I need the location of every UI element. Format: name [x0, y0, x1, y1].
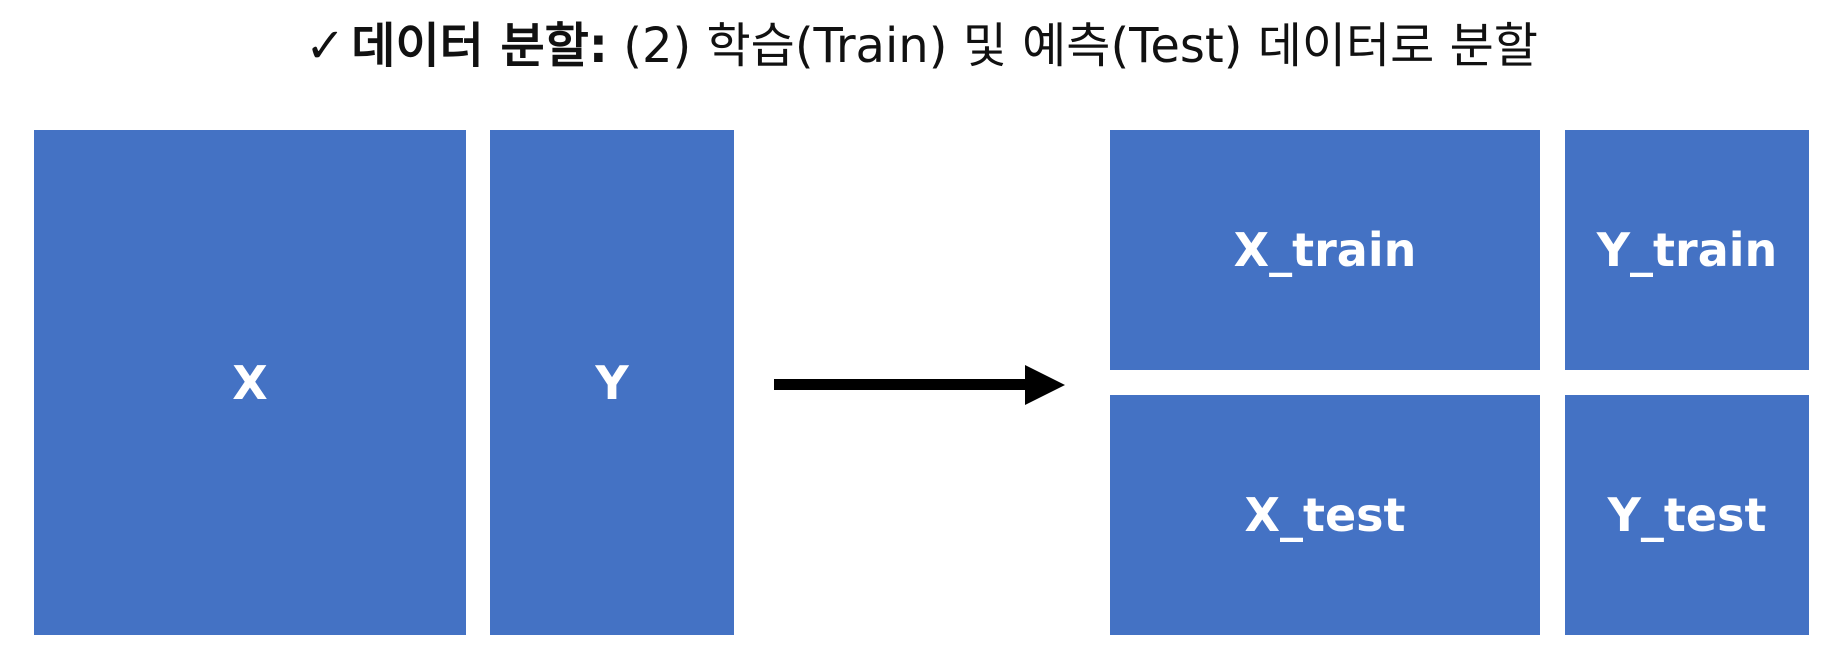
block-y-train: Y_train [1565, 130, 1809, 370]
block-x-label: X [232, 355, 268, 410]
arrow-head [1025, 365, 1065, 405]
title-rest-text: (2) 학습(Train) 및 예측(Test) 데이터로 분할 [623, 18, 1538, 74]
arrow-shaft [774, 379, 1029, 390]
block-x-test-label: X_test [1244, 488, 1406, 542]
block-x-test: X_test [1110, 395, 1540, 635]
title-bold-text: 데이터 분할: [351, 18, 608, 74]
block-y-label: Y [595, 355, 629, 410]
block-y-test: Y_test [1565, 395, 1809, 635]
block-x: X [34, 130, 466, 635]
block-y: Y [490, 130, 734, 635]
check-icon: ✓ [305, 18, 346, 74]
block-x-train: X_train [1110, 130, 1540, 370]
block-y-test-label: Y_test [1607, 488, 1767, 542]
block-x-train-label: X_train [1233, 223, 1417, 277]
right-arrow-icon [774, 365, 1065, 405]
diagram-title: ✓데이터 분할: (2) 학습(Train) 및 예측(Test) 데이터로 분… [0, 10, 1843, 82]
block-y-train-label: Y_train [1596, 223, 1778, 277]
